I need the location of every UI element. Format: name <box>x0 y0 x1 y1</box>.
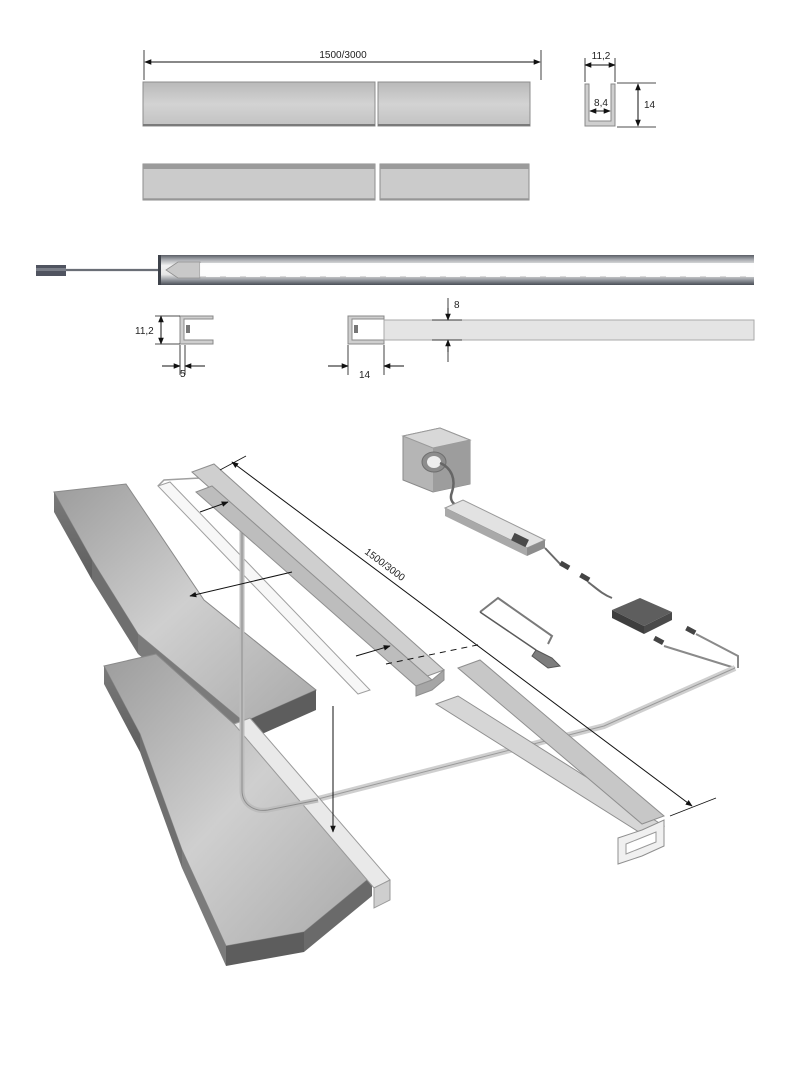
assembly-arrows <box>189 501 391 833</box>
led-tube-assembly <box>36 255 754 285</box>
glass-depth-label: 14 <box>359 370 371 381</box>
junction-box-icon <box>612 598 672 634</box>
profile-front-view: 1500/3000 <box>142 50 542 127</box>
diagonal-length-label: 1500/3000 <box>362 547 407 584</box>
glass-cross-section: 8 14 <box>328 298 755 381</box>
small-cross-section: 11,2 5 <box>135 315 214 380</box>
length-top-label: 1500/3000 <box>319 50 367 61</box>
hacksaw-icon <box>479 596 562 669</box>
led-driver-icon <box>443 499 547 556</box>
glass-thickness-label: 8 <box>454 300 460 311</box>
profile-cross-section: 11,2 8,4 14 <box>584 51 656 128</box>
profile-top-view <box>142 163 530 201</box>
small-width-label: 5 <box>180 369 186 380</box>
small-height-label: 11,2 <box>135 326 154 337</box>
profile-height-label: 14 <box>644 100 656 111</box>
profile-inner-label: 8,4 <box>594 98 608 109</box>
wall-socket-icon <box>401 427 472 493</box>
profile-width-label: 11,2 <box>592 51 611 62</box>
